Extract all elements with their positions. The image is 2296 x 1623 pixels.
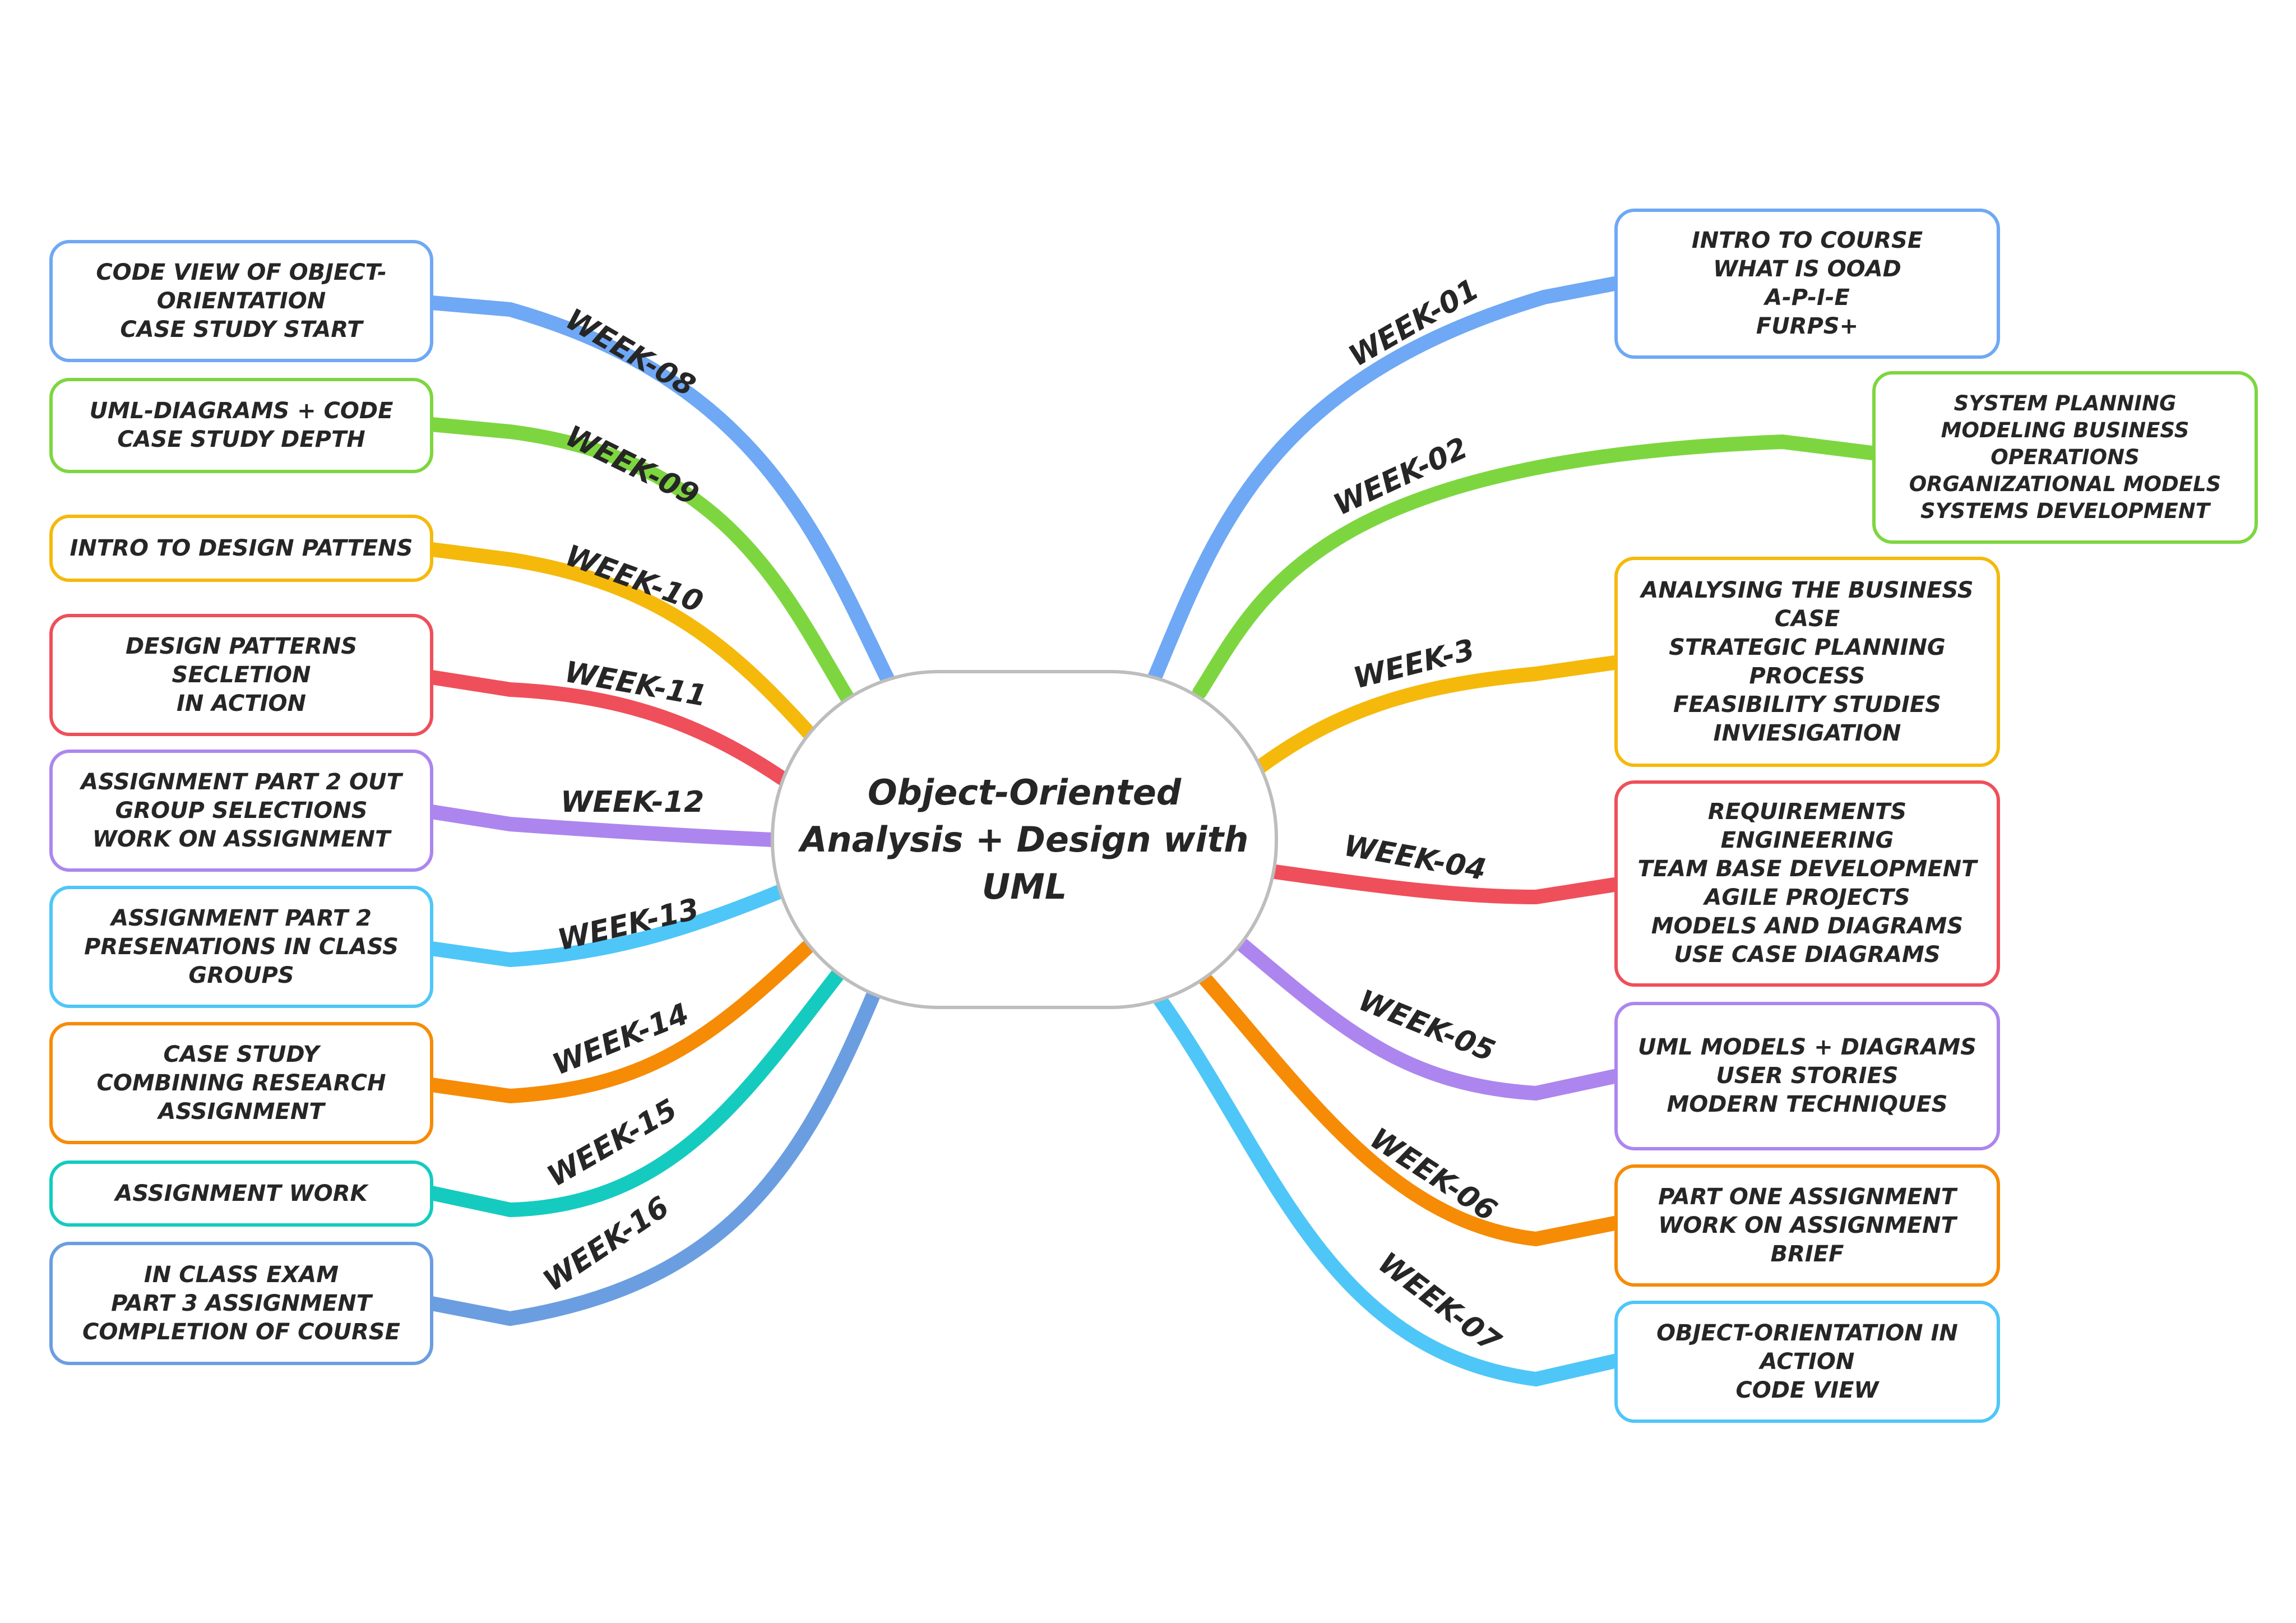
topic-week-13[interactable]: ASSIGNMENT PART 2 PRESENATIONS IN CLASS … [49,886,433,1008]
branch-line-week-15 [424,967,845,1218]
branch-line-week-05 [1232,935,1622,1101]
topic-text-week-11: DESIGN PATTERNS SECLETION IN ACTION [125,633,358,716]
branch-week-05: WEEK-05 [1232,935,1622,1101]
branch-week-11: WEEK-11 [424,655,791,787]
branch-line-week-09 [424,417,857,708]
topic-week-01[interactable]: INTRO TO COURSE WHAT IS OOAD A-P-I-E FUR… [1614,209,2000,359]
topic-text-week-14: CASE STUDY COMBINING RESEARCH ASSIGNMENT [96,1041,386,1125]
branch-line-week-04 [1268,864,1622,905]
branch-line-week-02 [1192,434,1880,700]
topic-week-16[interactable]: IN CLASS EXAM PART 3 ASSIGNMENT COMPLETI… [49,1242,433,1365]
topic-week-12[interactable]: ASSIGNMENT PART 2 OUT GROUP SELECTIONS W… [49,750,433,872]
topic-text-week-01: INTRO TO COURSE WHAT IS OOAD A-P-I-E FUR… [1691,228,1923,339]
topic-text-week-13: ASSIGNMENT PART 2 PRESENATIONS IN CLASS … [84,905,399,988]
topic-week-14[interactable]: CASE STUDY COMBINING RESEARCH ASSIGNMENT [49,1022,433,1144]
central-topic-title: Object-Oriented Analysis + Design with U… [800,771,1249,907]
branch-week-04: WEEK-04 [1268,829,1622,905]
topic-text-week-03: ANALYSING THE BUSINESS CASE STRATEGIC PL… [1641,577,1974,746]
week-label-week-08: WEEK-08 [560,302,701,403]
branch-line-week-08 [424,295,899,694]
week-label-week-05: WEEK-05 [1354,983,1499,1069]
topic-text-week-02: SYSTEM PLANNING MODELING BUSINESS OPERAT… [1909,391,2221,523]
topic-week-03[interactable]: ANALYSING THE BUSINESS CASE STRATEGIC PL… [1614,557,2000,767]
topic-text-week-07: OBJECT-ORIENTATION IN ACTION CODE VIEW [1656,1320,1958,1403]
topic-week-05[interactable]: UML MODELS + DIAGRAMS USER STORIES MODER… [1614,1002,2000,1150]
branch-line-week-03 [1251,655,1622,775]
topic-text-week-12: ASSIGNMENT PART 2 OUT GROUP SELECTIONS W… [81,769,402,852]
branch-line-week-10 [424,542,820,745]
topic-week-08[interactable]: CODE VIEW OF OBJECT- ORIENTATION CASE ST… [49,240,433,362]
topic-text-week-05: UML MODELS + DIAGRAMS USER STORIES MODER… [1638,1034,1976,1117]
branch-week-03: WEEK-3 [1251,633,1622,775]
branch-week-12: WEEK-12 [424,785,781,847]
week-label-week-12: WEEK-12 [561,785,704,819]
topic-week-06[interactable]: PART ONE ASSIGNMENT WORK ON ASSIGNMENT B… [1614,1164,2000,1287]
branch-line-week-11 [424,670,791,787]
branch-line-week-07 [1147,985,1622,1387]
branch-line-week-12 [424,804,781,847]
topic-text-week-06: PART ONE ASSIGNMENT WORK ON ASSIGNMENT B… [1658,1183,1956,1267]
topic-text-week-09: UML-DIAGRAMS + CODE CASE STUDY DEPTH [89,398,394,452]
topic-text-week-04: REQUIREMENTS ENGINEERING TEAM BASE DEVEL… [1637,799,1977,968]
central-topic[interactable]: Object-Oriented Analysis + Design with U… [771,670,1278,1009]
branch-line-week-14 [424,940,814,1104]
topic-week-09[interactable]: UML-DIAGRAMS + CODE CASE STUDY DEPTH [49,378,433,473]
topic-text-week-15: ASSIGNMENT WORK [115,1180,368,1206]
branch-line-week-06 [1192,965,1622,1247]
topic-week-02[interactable]: SYSTEM PLANNING MODELING BUSINESS OPERAT… [1872,371,2258,544]
week-label-week-15: WEEK-15 [542,1093,683,1194]
branch-line-week-01 [1145,276,1622,691]
branch-week-13: WEEK-13 [424,884,788,968]
topic-week-07[interactable]: OBJECT-ORIENTATION IN ACTION CODE VIEW [1614,1301,2000,1423]
topic-week-04[interactable]: REQUIREMENTS ENGINEERING TEAM BASE DEVEL… [1614,780,2000,987]
branch-line-week-16 [424,985,882,1326]
topic-week-15[interactable]: ASSIGNMENT WORK [49,1160,433,1227]
branch-line-week-13 [424,884,788,968]
topic-text-week-16: IN CLASS EXAM PART 3 ASSIGNMENT COMPLETI… [82,1261,400,1345]
week-label-week-07: WEEK-07 [1372,1246,1507,1360]
topic-text-week-10: INTRO TO DESIGN PATTENS [70,535,413,561]
topic-text-week-08: CODE VIEW OF OBJECT- ORIENTATION CASE ST… [96,259,387,343]
week-label-week-09: WEEK-09 [560,419,704,512]
topic-week-11[interactable]: DESIGN PATTERNS SECLETION IN ACTION [49,614,433,736]
topic-week-10[interactable]: INTRO TO DESIGN PATTENS [49,515,433,582]
